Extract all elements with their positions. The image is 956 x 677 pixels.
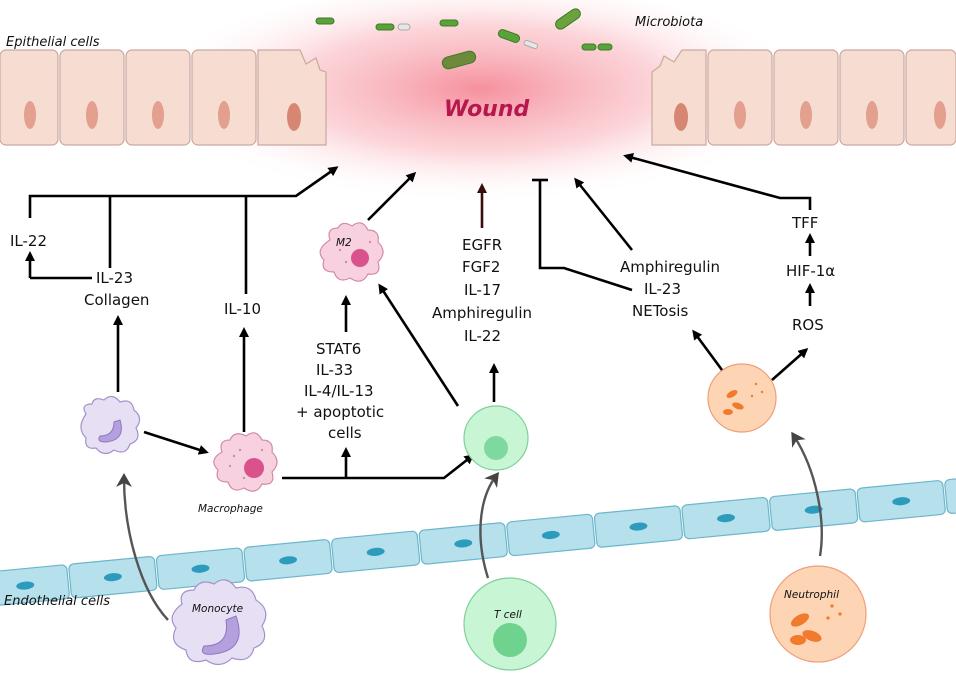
tff-to-wound-arrow [623,153,812,210]
cells-label: cells [328,424,362,442]
apoptotic-label: + apoptotic [296,403,384,421]
hif-label: HIF-1α [786,262,835,280]
epithelium-right [651,49,956,146]
amphiregulin-to-wound-arrow [574,177,634,251]
egfr-label: EGFR [462,236,502,254]
macrophage-label: Macrophage [198,503,263,515]
tcell-to-m2-arrow [378,283,460,407]
il23-neutrophil-label: IL-23 [644,280,681,298]
il17-label: IL-17 [464,281,501,299]
tcell-migration-arrow [479,471,499,579]
m2-macrophage [319,222,384,282]
netosis-inhibition-line [532,178,633,292]
neutrophil-label: Neutrophil [784,589,839,601]
amphiregulin-tcell-label: Amphiregulin [432,304,532,322]
amphiregulin-neutrophil-label: Amphiregulin [620,258,720,276]
endothelial-cells-label: Endothelial cells [4,594,110,609]
collagen-label: Collagen [84,291,149,309]
tff-label: TFF [791,214,818,232]
il22-tcell-label: IL-22 [464,327,501,345]
fgf2-label: FGF2 [462,258,500,276]
neutrophil-to-ros-arrow [771,348,809,381]
il10-label: IL-10 [224,300,261,318]
epithelial-cells-label: Epithelial cells [6,35,100,50]
monocyte-to-macrophage-arrow [143,430,209,455]
microbiota-bacteria [315,8,613,70]
tcell-label: T cell [494,609,522,621]
m2-to-wound-arrow [367,171,417,221]
il4-il13-label: IL-4/IL-13 [304,382,374,400]
m2-label: M2 [336,237,352,249]
endothelium [0,471,956,607]
netosis-label: NETosis [632,302,688,320]
blood-tcell [463,577,557,671]
tissue-neutrophil [707,363,777,433]
tissue-monocyte [80,395,141,455]
macrophage-cell [213,432,278,492]
il33-label: IL-33 [316,361,353,379]
stat6-label: STAT6 [316,340,361,358]
blood-monocyte [171,579,267,666]
il23-label: IL-23 [96,269,133,287]
left-bracket-arrow [28,166,339,294]
monocyte-migration-arrow [116,473,169,621]
tissue-tcell [463,405,529,471]
il22-left-label: IL-22 [10,232,47,250]
microbiota-label: Microbiota [635,15,703,30]
ros-label: ROS [792,316,824,334]
wound-label: Wound [444,97,530,122]
monocyte-label: Monocyte [192,603,243,615]
epithelium-right-nuclei [674,101,946,131]
epithelium-left-nuclei [24,101,301,131]
blood-neutrophil [769,565,867,663]
neutrophil-migration-arrow [791,431,823,557]
neutrophil-to-netosis-arrow [692,329,724,371]
epithelium-left [0,49,327,146]
macrophage-to-tcell-arrow [282,454,475,480]
